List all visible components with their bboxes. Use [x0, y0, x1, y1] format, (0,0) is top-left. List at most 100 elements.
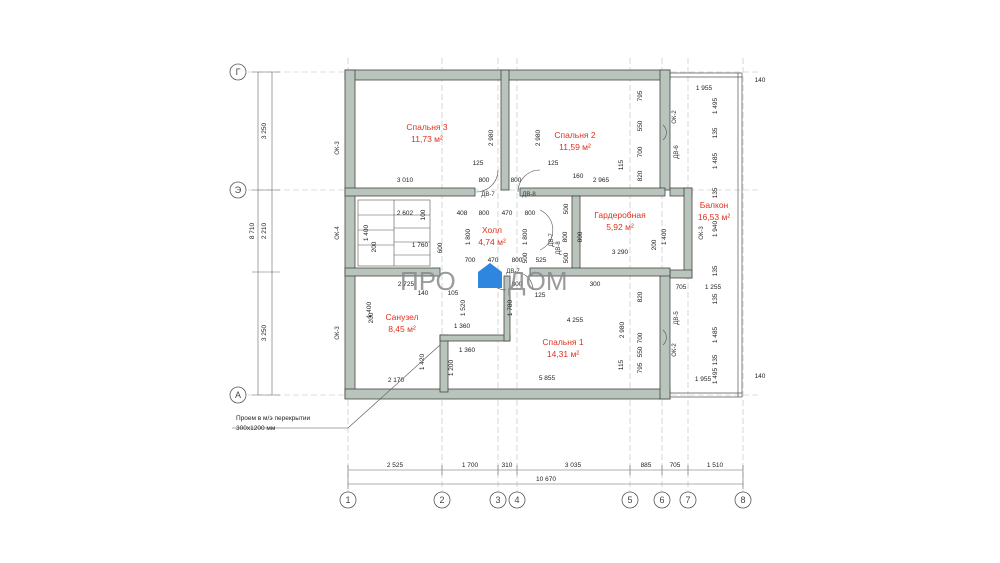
dim-text: 800	[479, 210, 490, 217]
dim-text: 700	[465, 257, 476, 264]
axis-markers-left: Г Э А	[229, 63, 247, 404]
dim-text: 1 955	[696, 85, 713, 92]
opening-note: Проем в м/э перекрытии 300х1200 мм	[232, 344, 441, 432]
dim-text: 550	[637, 120, 644, 131]
axis-label: 7	[685, 495, 690, 505]
room-area: 14,31 м²	[547, 349, 579, 359]
room-hall: Холл 4,74 м²	[478, 225, 506, 247]
axis-marker-А: А	[229, 386, 247, 404]
bottom-dimensions: 2 525 1 700 310 3 035 885 705 1 510 10 6…	[387, 462, 724, 483]
dim-text: 1 940	[712, 220, 719, 237]
room-balcony: Балкон 16,53 м²	[698, 200, 730, 222]
dim-text: 800	[562, 231, 569, 242]
axis-label: 6	[659, 495, 664, 505]
opening-tag: ОК-3	[335, 141, 341, 155]
axis-label: А	[235, 390, 241, 400]
axis-marker-Г: Г	[229, 63, 247, 81]
dim-text: 160	[573, 173, 584, 180]
dim-text: 200	[371, 241, 378, 252]
dim-text: 135	[712, 187, 719, 198]
dim-text: 525	[536, 257, 547, 264]
axis-label: 3	[495, 495, 500, 505]
note-line1: Проем в м/э перекрытии	[236, 415, 311, 422]
dim-text: 2 980	[619, 321, 626, 338]
dim-text: 140	[418, 290, 429, 297]
dim-text: 1 400	[363, 224, 370, 241]
room-name: Спальня 1	[542, 337, 584, 347]
dim-text: 795	[637, 90, 644, 101]
dim-text: 115	[618, 159, 625, 170]
axis-marker-2: 2	[433, 491, 451, 509]
room-name: Гардеробная	[594, 210, 646, 220]
dim-text: 1 360	[454, 323, 471, 330]
dim-text: 1 510	[707, 462, 724, 469]
dim-text: 1 420	[419, 353, 426, 370]
note-line2: 300х1200 мм	[236, 425, 276, 432]
dim-text: 1 495	[712, 97, 719, 114]
dim-text: 3 250	[261, 122, 268, 139]
overall-dim-text: 10 670	[536, 476, 556, 483]
dim-text: 1 360	[459, 347, 476, 354]
dim-text: 135	[712, 127, 719, 138]
dim-text: 1 400	[661, 228, 668, 245]
room-area: 16,53 м²	[698, 212, 730, 222]
dim-text: 2 170	[388, 377, 405, 384]
dim-text: 8 710	[249, 222, 256, 239]
axis-label: Э	[235, 185, 242, 195]
dim-text: 140	[755, 77, 766, 84]
axis-marker-3: 3	[489, 491, 507, 509]
axis-marker-5: 5	[621, 491, 639, 509]
dim-text: 310	[502, 462, 513, 469]
dim-text: 470	[488, 257, 499, 264]
dim-text: 700	[637, 332, 644, 343]
opening-tag: ОК-2	[672, 343, 678, 357]
dim-text: 200	[651, 239, 658, 250]
opening-tag: ОК-3	[699, 226, 705, 240]
dim-text: 115	[618, 359, 625, 370]
watermark-logo: ПРО ДОМ	[400, 263, 568, 296]
dim-text: 500	[563, 203, 570, 214]
room-area: 11,59 м²	[559, 142, 591, 152]
room-area: 4,74 м²	[478, 237, 506, 247]
room-bathroom: Санузел 8,45 м²	[385, 312, 418, 334]
dim-text: 800	[577, 231, 584, 242]
dim-text: 1 700	[462, 462, 479, 469]
house-icon	[478, 263, 502, 288]
dim-text: 135	[712, 354, 719, 365]
dim-text: 800	[512, 257, 523, 264]
dim-text: 135	[712, 265, 719, 276]
dim-text: 885	[641, 462, 652, 469]
staircase	[357, 199, 431, 267]
room-wardrobe: Гардеробная 5,92 м²	[594, 210, 646, 232]
dim-text: 1 485	[712, 152, 719, 169]
balcony-railing	[670, 72, 743, 398]
left-dimensions: 3 250 2 210 3 250 8 710	[249, 122, 268, 341]
axis-label: 2	[439, 495, 444, 505]
dim-text: 3 010	[397, 177, 414, 184]
dim-text: 2 965	[593, 177, 610, 184]
room-bedroom3: Спальня 3 11,73 м²	[406, 122, 448, 144]
dim-text: 1 200	[448, 359, 455, 376]
dim-text: 795	[637, 362, 644, 373]
room-name: Спальня 3	[406, 122, 448, 132]
room-area: 5,92 м²	[606, 222, 634, 232]
dim-text: 800	[512, 281, 523, 288]
room-area: 8,45 м²	[388, 324, 416, 334]
dim-text: 550	[637, 346, 644, 357]
dim-text: 408	[457, 210, 468, 217]
watermark-right: ДОМ	[508, 266, 568, 296]
dim-text: 3 290	[612, 249, 629, 256]
dim-text: 3 250	[261, 324, 268, 341]
dim-text: 1 800	[465, 228, 472, 245]
dim-text: 1 800	[522, 228, 529, 245]
axis-marker-1: 1	[339, 491, 357, 509]
dim-text: 1 520	[460, 299, 467, 316]
opening-tag: ДВ-5	[674, 311, 680, 325]
axis-marker-8: 8	[734, 491, 752, 509]
dim-text: 1 400	[366, 301, 373, 318]
dim-text: 705	[676, 284, 687, 291]
dim-text: 140	[755, 373, 766, 380]
